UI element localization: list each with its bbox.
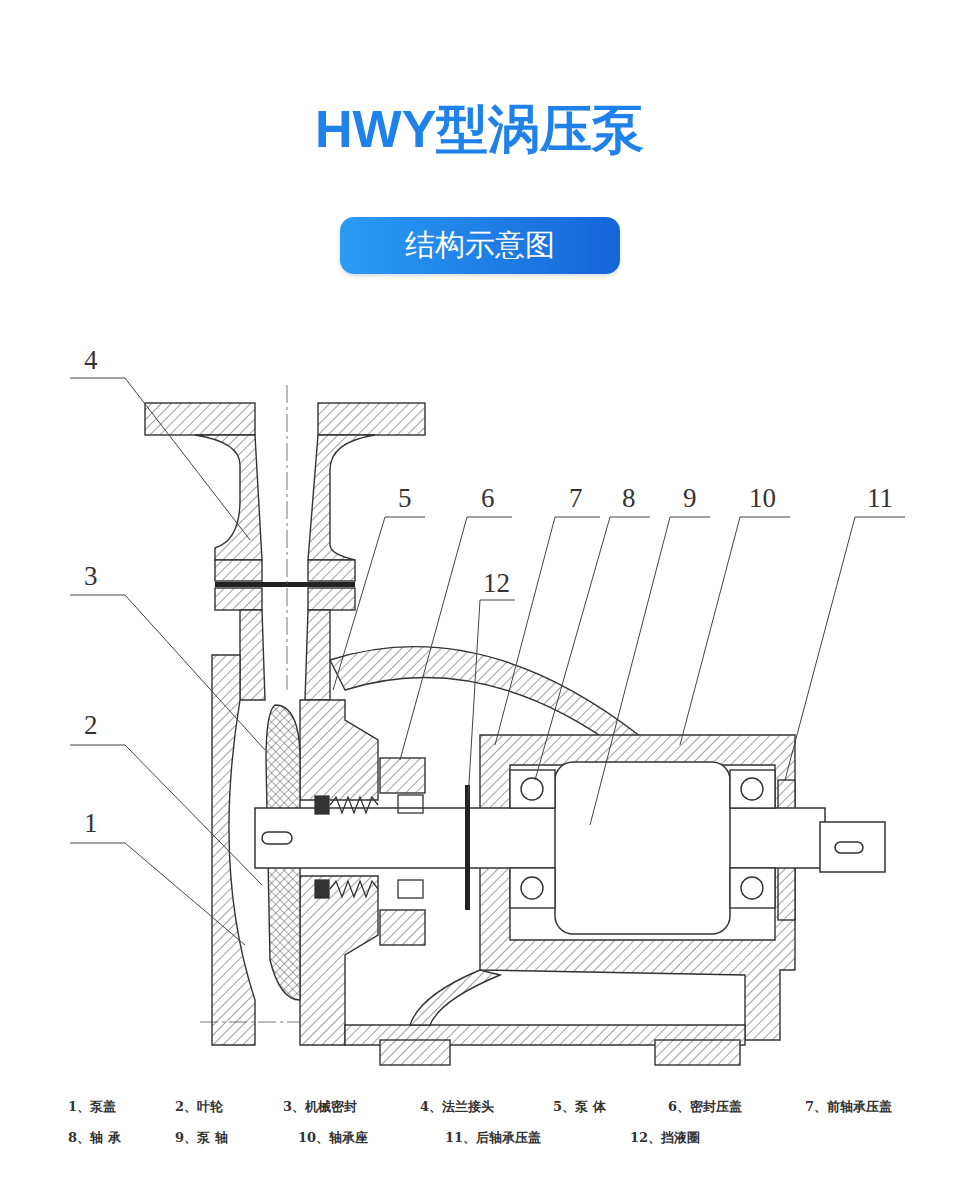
subtitle-text: 结构示意图 xyxy=(405,225,555,266)
callout-number: 5 xyxy=(396,483,414,514)
part-name: 4、法兰接头 xyxy=(420,1098,494,1116)
part-name: 9、泵 轴 xyxy=(175,1129,228,1147)
part-name: 3、机械密封 xyxy=(283,1098,357,1116)
callout-number: 10 xyxy=(747,483,778,514)
part-name: 8、轴 承 xyxy=(68,1129,121,1147)
part-name: 12、挡液圈 xyxy=(630,1129,700,1147)
part-name: 7、前轴承压盖 xyxy=(805,1098,892,1116)
callout-number: 2 xyxy=(82,710,100,741)
part-name: 6、密封压盖 xyxy=(668,1098,742,1116)
callout-number: 11 xyxy=(865,483,895,514)
part-name: 10、轴承座 xyxy=(298,1129,368,1147)
page-title: HWY型涡压泵 xyxy=(315,95,644,165)
liquid-ring xyxy=(465,785,470,910)
leader-lines xyxy=(70,378,905,945)
subtitle-pill: 结构示意图 xyxy=(340,217,620,274)
centre-lines xyxy=(200,385,300,1022)
part-name: 2、叶轮 xyxy=(175,1098,223,1116)
callout-number: 4 xyxy=(82,345,100,376)
callout-number: 12 xyxy=(481,568,512,599)
callout-number: 7 xyxy=(567,483,585,514)
pump-parts xyxy=(145,403,795,1065)
shaft xyxy=(255,762,885,934)
callout-number: 8 xyxy=(620,483,638,514)
gasket xyxy=(215,582,355,587)
part-name: 5、泵 体 xyxy=(553,1098,606,1116)
callout-number: 3 xyxy=(82,561,100,592)
mechanical-seal xyxy=(315,795,423,898)
callout-number: 6 xyxy=(479,483,497,514)
part-name: 11、后轴承压盖 xyxy=(445,1129,541,1147)
bearings xyxy=(510,770,775,908)
callout-number: 9 xyxy=(681,483,699,514)
part-name: 1、泵盖 xyxy=(68,1098,116,1116)
callout-number: 1 xyxy=(82,808,100,839)
